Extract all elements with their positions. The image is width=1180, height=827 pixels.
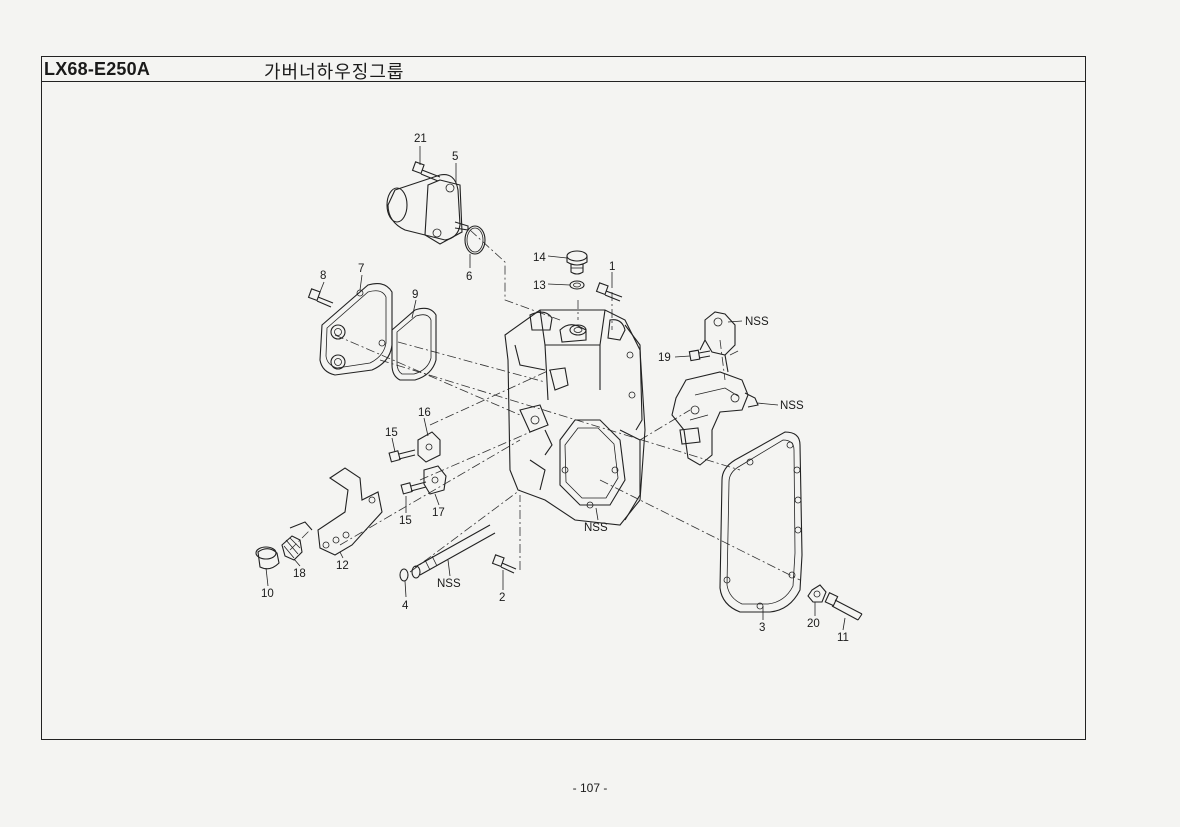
part-governor-housing [504,309,646,526]
part-actuator [386,174,486,255]
part-lever-assembly-upper [699,311,736,373]
model-code: LX68-E250A [44,59,151,79]
part-clip-17 [423,465,447,495]
part-lever-assembly-lower [671,371,759,466]
callout-4: 4 [402,600,409,612]
callout-15-lower: 15 [399,515,412,527]
page-frame: LX68-E250A 가버너하우징그룹 [41,56,1086,740]
part-bolt-1 [595,282,623,302]
part-oring-4 [399,568,409,582]
callout-2: 2 [499,592,505,604]
part-shaft-nss [411,524,496,579]
group-title: 가버너하우징그룹 [264,62,405,83]
callout-nss-lever: NSS [780,400,804,412]
assembly-lines [289,229,801,581]
part-bolt-11 [824,592,863,621]
part-cap-10 [255,546,280,570]
part-gasket-3 [719,431,803,613]
part-washer-13 [569,280,585,290]
callout-11: 11 [837,632,849,644]
callout-20: 20 [807,618,820,630]
part-bolt-2 [491,554,517,574]
callout-3: 3 [759,622,765,634]
callout-16: 16 [418,407,431,419]
part-spring-18 [281,521,313,561]
part-bolt-8 [307,288,334,308]
callout-nss-upper: NSS [745,316,769,328]
leader-lines [265,146,846,631]
part-plate-16 [417,431,441,463]
callout-12: 12 [336,560,349,572]
callout-13: 13 [533,280,546,292]
callout-17: 17 [432,507,445,519]
part-bolt-21 [411,161,441,182]
part-bolt-15a [388,449,416,463]
callout-7: 7 [358,263,364,275]
callout-21: 21 [414,133,427,145]
callout-10: 10 [261,588,274,600]
part-bolt-15b [400,481,427,495]
part-gasket-9 [391,307,437,381]
callout-19: 19 [658,352,671,364]
callout-nss-housing: NSS [584,522,608,534]
callout-18: 18 [293,568,306,580]
part-washer-20 [807,584,827,603]
page-number: - 107 - [572,781,608,795]
callout-14: 14 [533,252,546,264]
callout-labels: 21 5 6 8 7 9 14 13 1 NSS 19 NSS 15 16 15… [261,133,849,644]
callout-1: 1 [609,261,615,273]
callout-9: 9 [412,289,418,301]
callout-nss-shaft: NSS [437,578,461,590]
part-bolt-19 [688,349,711,362]
callout-6: 6 [466,271,472,283]
callout-8: 8 [320,270,326,282]
page-header: LX68-E250A 가버너하우징그룹 [42,57,1085,83]
callout-15-upper: 15 [385,427,398,439]
part-bracket-12 [317,467,383,556]
part-cover-plate [319,283,393,376]
part-plug-14 [566,250,588,275]
callout-5: 5 [452,151,458,163]
